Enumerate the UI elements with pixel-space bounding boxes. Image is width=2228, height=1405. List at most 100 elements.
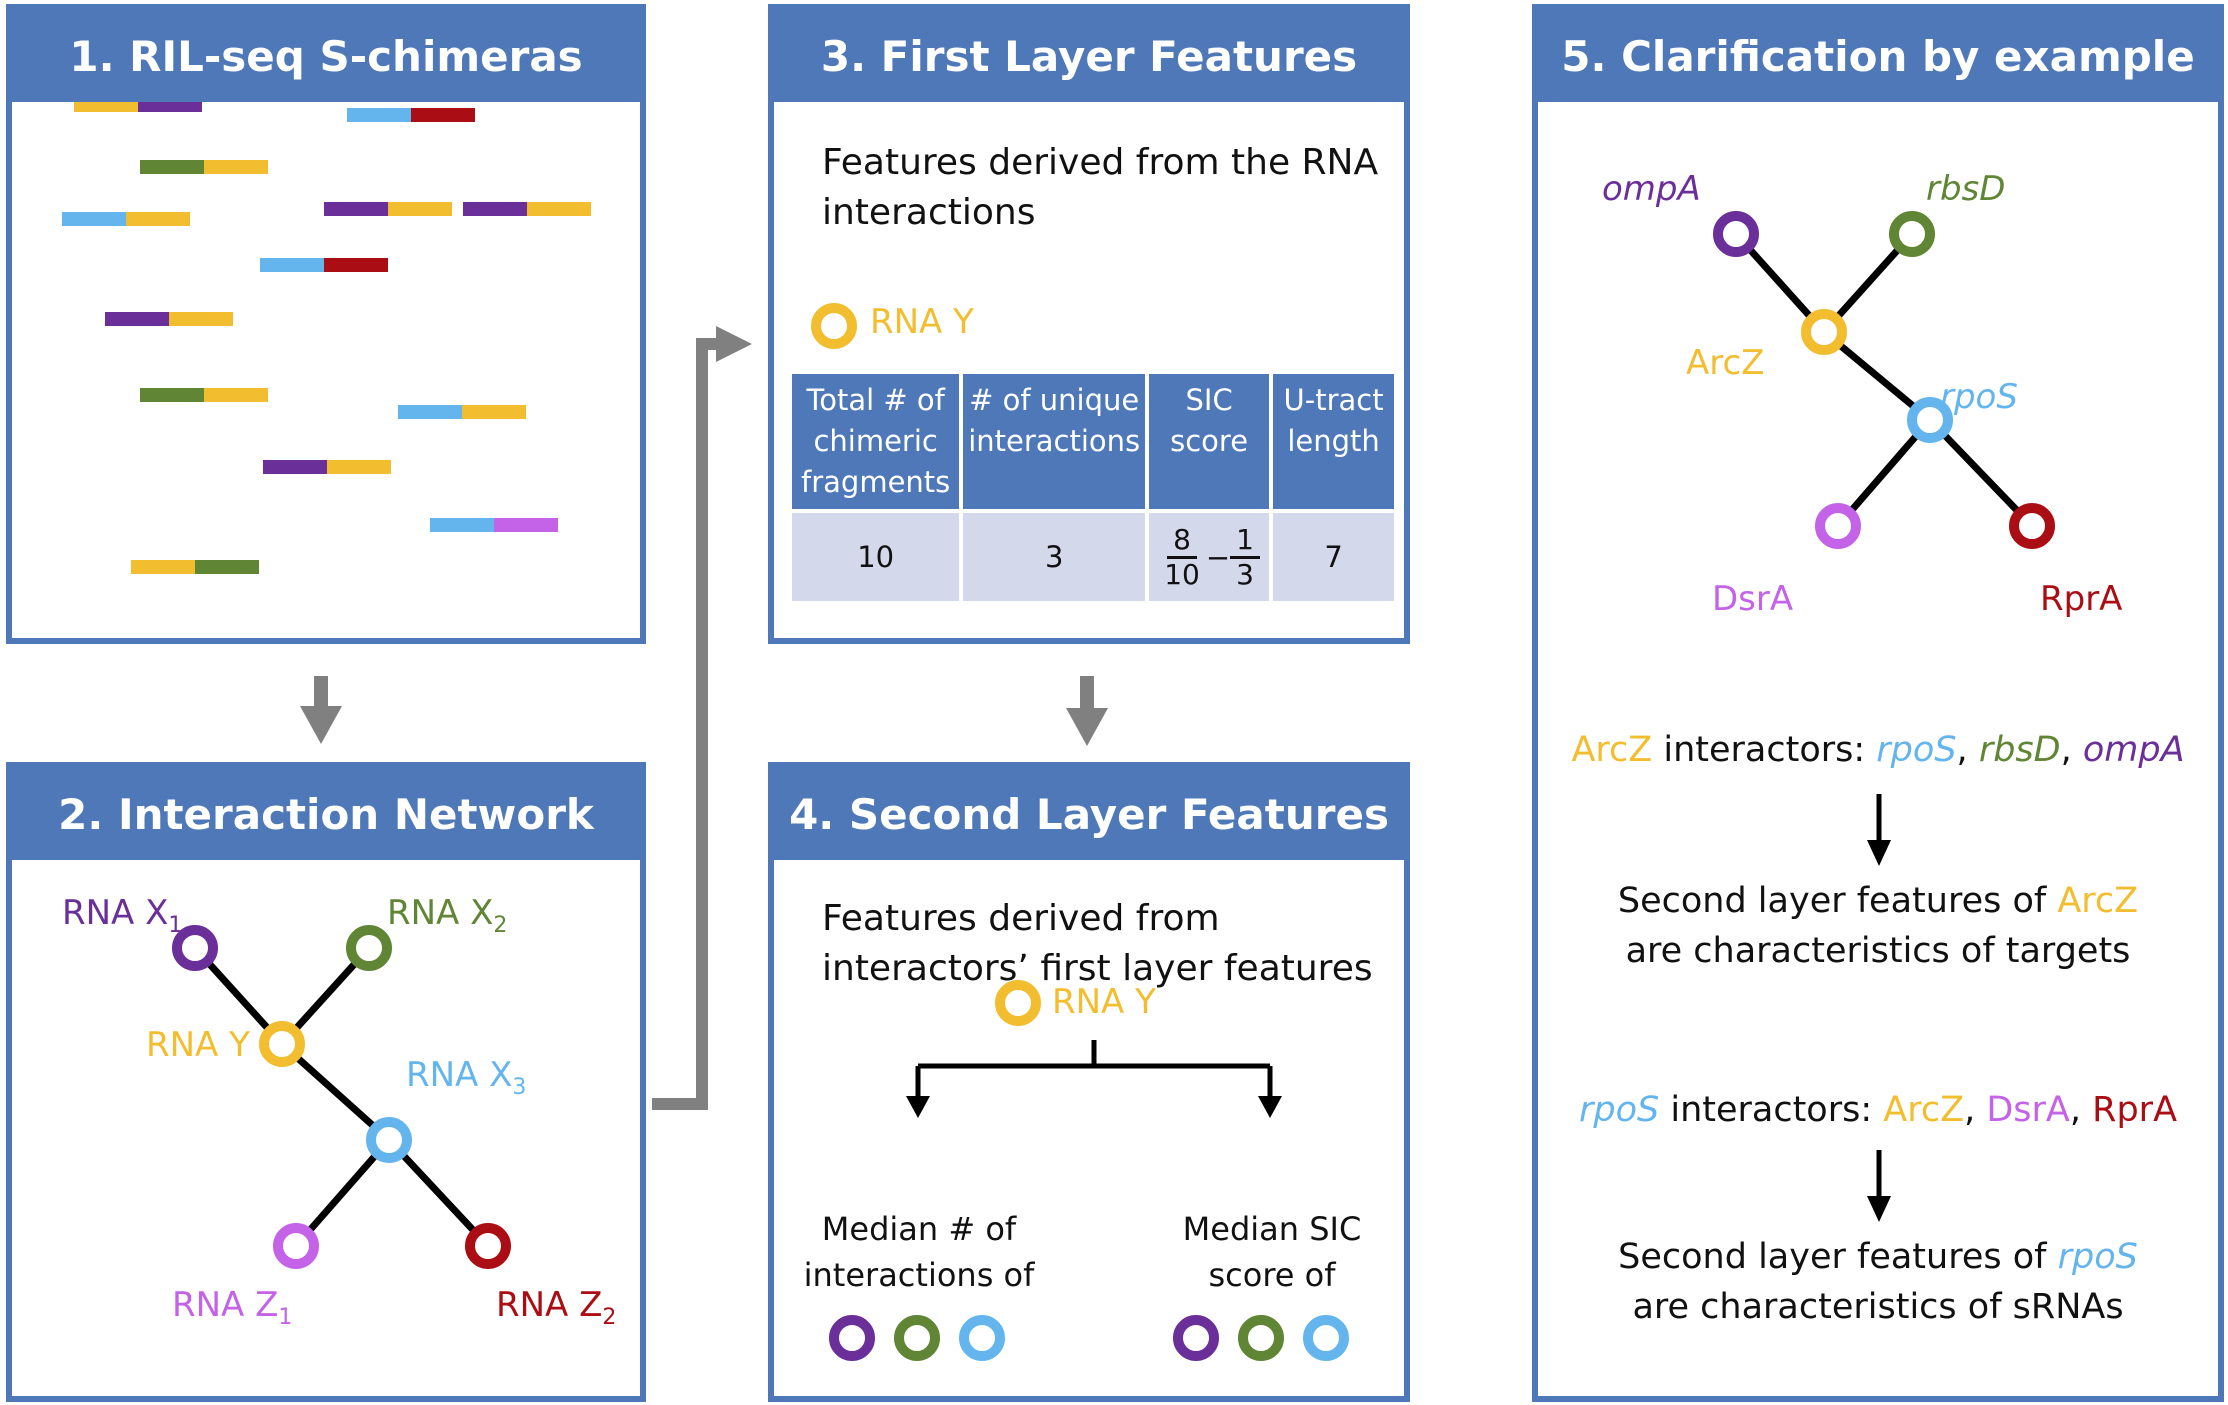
rpos-interactors-line: rpoS interactors: ArcZ, DsrA, RprA xyxy=(1578,1090,2178,1130)
chimera-segment-yellow xyxy=(327,460,391,474)
chimera-segment-purple xyxy=(105,312,169,326)
chimera-fragment xyxy=(74,102,202,112)
panel-5-title: 5. Clarification by example xyxy=(1538,10,2218,102)
node-y xyxy=(259,1021,305,1067)
down-arrow-1 xyxy=(1867,794,1891,866)
chimera-fragment xyxy=(131,560,259,574)
node-arcZ xyxy=(1801,309,1847,355)
panel-first-layer-features: 3. First Layer Features Features derived… xyxy=(768,4,1410,644)
node-z2 xyxy=(465,1223,511,1269)
label-rbsD: rbsD xyxy=(1926,169,2005,209)
arrow-3-to-4 xyxy=(1066,676,1108,746)
chimera-fragment xyxy=(263,460,391,474)
chimera-segment-green xyxy=(195,560,259,574)
chimera-segment-purple xyxy=(138,102,202,112)
chimera-segment-yellow xyxy=(462,405,526,419)
node-x3 xyxy=(366,1117,412,1163)
node-dsrA xyxy=(1815,503,1861,549)
second-layer-tree xyxy=(906,980,1282,1118)
chimera-fragment xyxy=(347,108,475,122)
arcz-interactors-line: ArcZ interactors: rpoS, rbsD, ompA xyxy=(1571,730,2185,770)
chimera-fragment xyxy=(62,212,190,226)
node-z1 xyxy=(273,1223,319,1269)
chimera-fragment xyxy=(463,202,591,216)
panel-3-title: 3. First Layer Features xyxy=(774,10,1404,102)
value-unique: 3 xyxy=(963,513,1146,601)
label-z1: RNA Z1 xyxy=(172,1285,292,1330)
right-circle-green xyxy=(1238,1315,1284,1361)
desc4-line-1: Features derived from xyxy=(822,898,1220,939)
chimera-fragment xyxy=(140,388,268,402)
example-network-graph: ompA rbsD ArcZ rpoS DsrA RprA xyxy=(1602,169,2122,619)
label-rprA: RprA xyxy=(2040,579,2122,619)
down-arrow-2 xyxy=(1867,1150,1891,1222)
chimera-segment-purple xyxy=(463,202,527,216)
arcz-result: Second layer features of ArcZ are charac… xyxy=(1617,881,2139,971)
rna-y-icon-2 xyxy=(995,980,1041,1026)
chimera-segment-blue xyxy=(62,212,126,226)
chimera-segment-magenta xyxy=(494,518,558,532)
chimera-segment-blue xyxy=(260,258,324,272)
panel-ril-seq-chimeras: 1. RIL-seq S-chimeras xyxy=(6,4,646,644)
rpos-result: Second layer features of rpoS are charac… xyxy=(1618,1237,2138,1327)
label-rpoS: rpoS xyxy=(1940,377,2018,417)
desc-line-2: interactions xyxy=(822,192,1036,233)
node-rpoS xyxy=(1907,397,1953,443)
chimera-segment-red xyxy=(411,108,475,122)
chimera-fragment xyxy=(140,160,268,174)
label-arcZ: ArcZ xyxy=(1686,343,1764,383)
left-circle-green xyxy=(894,1315,940,1361)
arrow-left xyxy=(906,1096,930,1118)
chimera-segment-purple xyxy=(263,460,327,474)
panel-2-title: 2. Interaction Network xyxy=(12,768,640,860)
chimera-fragment xyxy=(324,202,452,216)
rna-y-label: RNA Y xyxy=(870,302,974,342)
network-graph: RNA X1 RNA X2 RNA Y RNA X3 RNA Z1 RNA Z2 xyxy=(62,893,616,1330)
chimera-segment-blue xyxy=(347,108,411,122)
node-rprA xyxy=(2009,503,2055,549)
label-x1: RNA X1 xyxy=(62,893,182,938)
panel-second-layer-features: 4. Second Layer Features Features derive… xyxy=(768,762,1410,1402)
chimera-segment-yellow xyxy=(131,560,195,574)
second-layer-description: Features derived from interactors’ first… xyxy=(822,894,1373,994)
chimera-fragment xyxy=(105,312,233,326)
chimera-segment-blue xyxy=(398,405,462,419)
label-y: RNA Y xyxy=(146,1025,250,1065)
desc-line-1: Features derived from the RNA xyxy=(822,142,1379,183)
chimera-fragment xyxy=(260,258,388,272)
rna-y-icon xyxy=(811,303,857,349)
chimera-segment-purple xyxy=(324,202,388,216)
chimera-segment-yellow xyxy=(74,102,138,112)
chimera-segment-green xyxy=(140,160,204,174)
chimera-fragments xyxy=(62,102,591,574)
interactor-circles xyxy=(829,1315,1349,1361)
left-circle-purple xyxy=(829,1315,875,1361)
chimera-segment-blue xyxy=(430,518,494,532)
first-layer-description: Features derived from the RNA interactio… xyxy=(822,138,1378,238)
arrow-2-to-3 xyxy=(652,326,752,1110)
chimera-segment-yellow xyxy=(388,202,452,216)
chimera-segment-yellow xyxy=(204,388,268,402)
value-total: 10 xyxy=(792,513,960,601)
label-z2: RNA Z2 xyxy=(496,1285,616,1330)
chimera-segment-yellow xyxy=(126,212,190,226)
rna-y-label-2: RNA Y xyxy=(1052,982,1156,1022)
chimera-segment-yellow xyxy=(169,312,233,326)
label-x2: RNA X2 xyxy=(387,893,507,938)
node-x2 xyxy=(346,925,392,971)
node-ompA xyxy=(1713,211,1759,257)
value-utract: 7 xyxy=(1273,513,1394,601)
desc4-line-2: interactors’ first layer features xyxy=(822,948,1373,989)
arrow-1-to-2 xyxy=(300,676,342,744)
